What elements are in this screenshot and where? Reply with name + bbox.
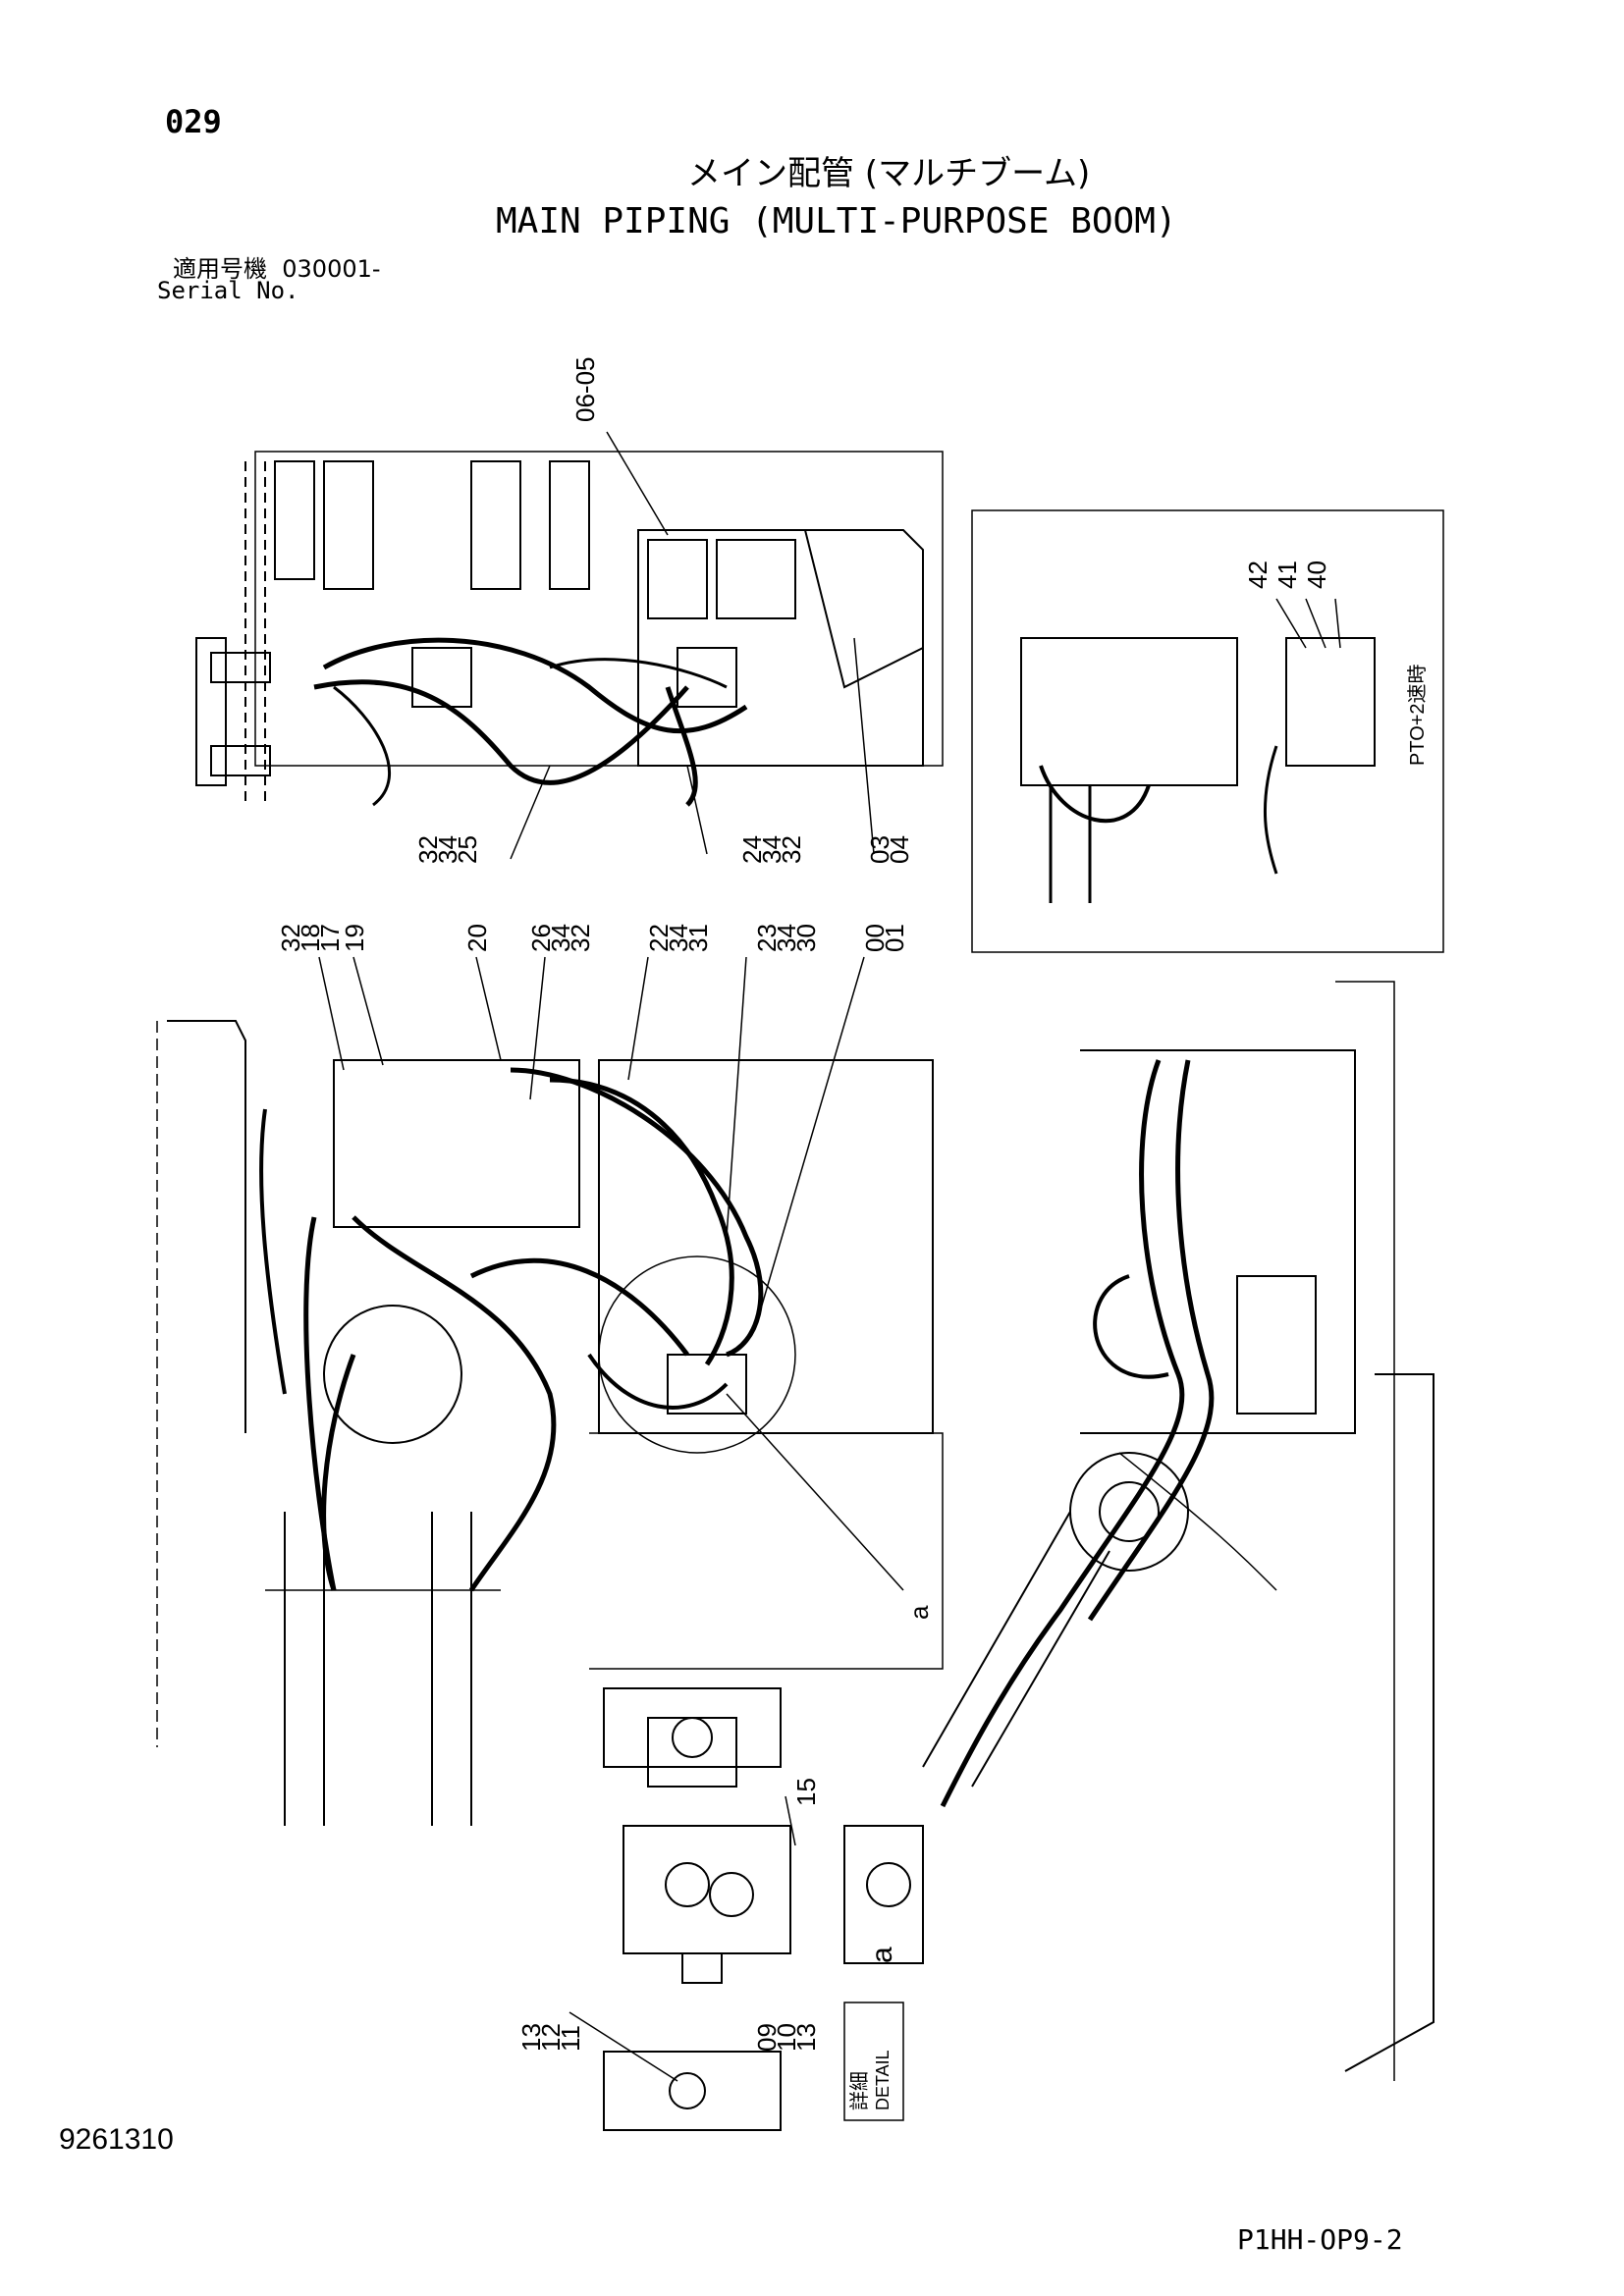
callout-24-34-32: 24 [737, 835, 767, 864]
callout-a: a [904, 1605, 934, 1620]
page-title-japanese: メイン配管 (マルチブーム) [687, 154, 1091, 193]
callout-41: 41 [1272, 561, 1302, 589]
detail-label-box [843, 2002, 904, 2121]
callout-label: 17 [315, 924, 345, 952]
detail-view-2 [623, 1795, 796, 1984]
callout-label: 32 [566, 924, 595, 952]
callout-13-12-11: 13 [516, 2023, 546, 2052]
callout-label: 04 [885, 835, 914, 864]
callout-label: 34 [664, 924, 693, 952]
drawing-number: 9261310 [59, 2123, 174, 2156]
callout-label: 34 [757, 835, 786, 864]
callout-06-05: 06-05 [570, 356, 600, 422]
callout-label: 01 [880, 924, 909, 952]
top-view-frame [195, 451, 944, 805]
page-title: MAIN PIPING (MULTI-PURPOSE BOOM) [496, 201, 1177, 241]
callout-label: 34 [433, 835, 462, 864]
callout-09-10-13: 09 [752, 2023, 782, 2052]
callout-19: 19 [340, 924, 369, 952]
detail-label-en: DETAIL [873, 2050, 893, 2110]
callout-15: 15 [791, 1778, 821, 1806]
top-view-leaders [510, 431, 875, 860]
callout-labels: 06-05 32 34 25 24 34 32 03 04 42 41 40 P… [276, 356, 1429, 2110]
callout-label: 18 [296, 924, 325, 952]
serial-label-japanese: 適用号機 030001- [173, 257, 381, 281]
inset-note: PTO+2速時 [1406, 664, 1429, 766]
callout-label: 31 [683, 924, 713, 952]
serial-value: 030001- [282, 255, 381, 283]
callout-label: 30 [791, 924, 821, 952]
callout-22-34-31: 22 [644, 924, 674, 952]
mid-view-hoses [259, 1067, 764, 1592]
callout-03-04: 03 [865, 835, 894, 864]
callout-42: 42 [1243, 561, 1272, 589]
inset-box [971, 509, 1444, 953]
detail-view-1 [603, 1687, 782, 1788]
callout-label: 25 [453, 835, 482, 864]
callout-label: 10 [772, 2023, 801, 2052]
detail-label-jp: 詳細 [848, 2071, 871, 2110]
callout-23-34-30: 23 [752, 924, 782, 952]
callout-20: 20 [462, 924, 492, 952]
callout-32-18-17: 32 [276, 924, 305, 952]
callout-label: 12 [536, 2023, 566, 2052]
callout-00-01: 00 [860, 924, 890, 952]
top-view-hoses [313, 637, 748, 807]
side-view [922, 981, 1435, 2081]
callout-label: 32 [777, 835, 806, 864]
callout-label: 34 [772, 924, 801, 952]
side-view-hoses [940, 1059, 1215, 1808]
callout-label: 34 [546, 924, 575, 952]
page-code: P1HH-OP9-2 [1237, 2223, 1403, 2256]
detail-letter: a [866, 1947, 898, 1963]
mid-view-frame [156, 1020, 944, 1826]
callout-40: 40 [1302, 561, 1331, 589]
callout-32-34-25: 32 [413, 835, 443, 864]
serial-label-jp: 適用号機 [173, 255, 267, 283]
mid-view-leaders [318, 956, 904, 1591]
callout-26-34-32: 26 [526, 924, 556, 952]
detail-view-3 [843, 1825, 924, 1964]
serial-label: Serial No. [157, 277, 299, 304]
detail-view-4 [568, 2011, 782, 2131]
callout-label: 11 [556, 2025, 585, 2052]
page-number: 029 [165, 103, 222, 140]
callout-label: 13 [791, 2023, 821, 2052]
